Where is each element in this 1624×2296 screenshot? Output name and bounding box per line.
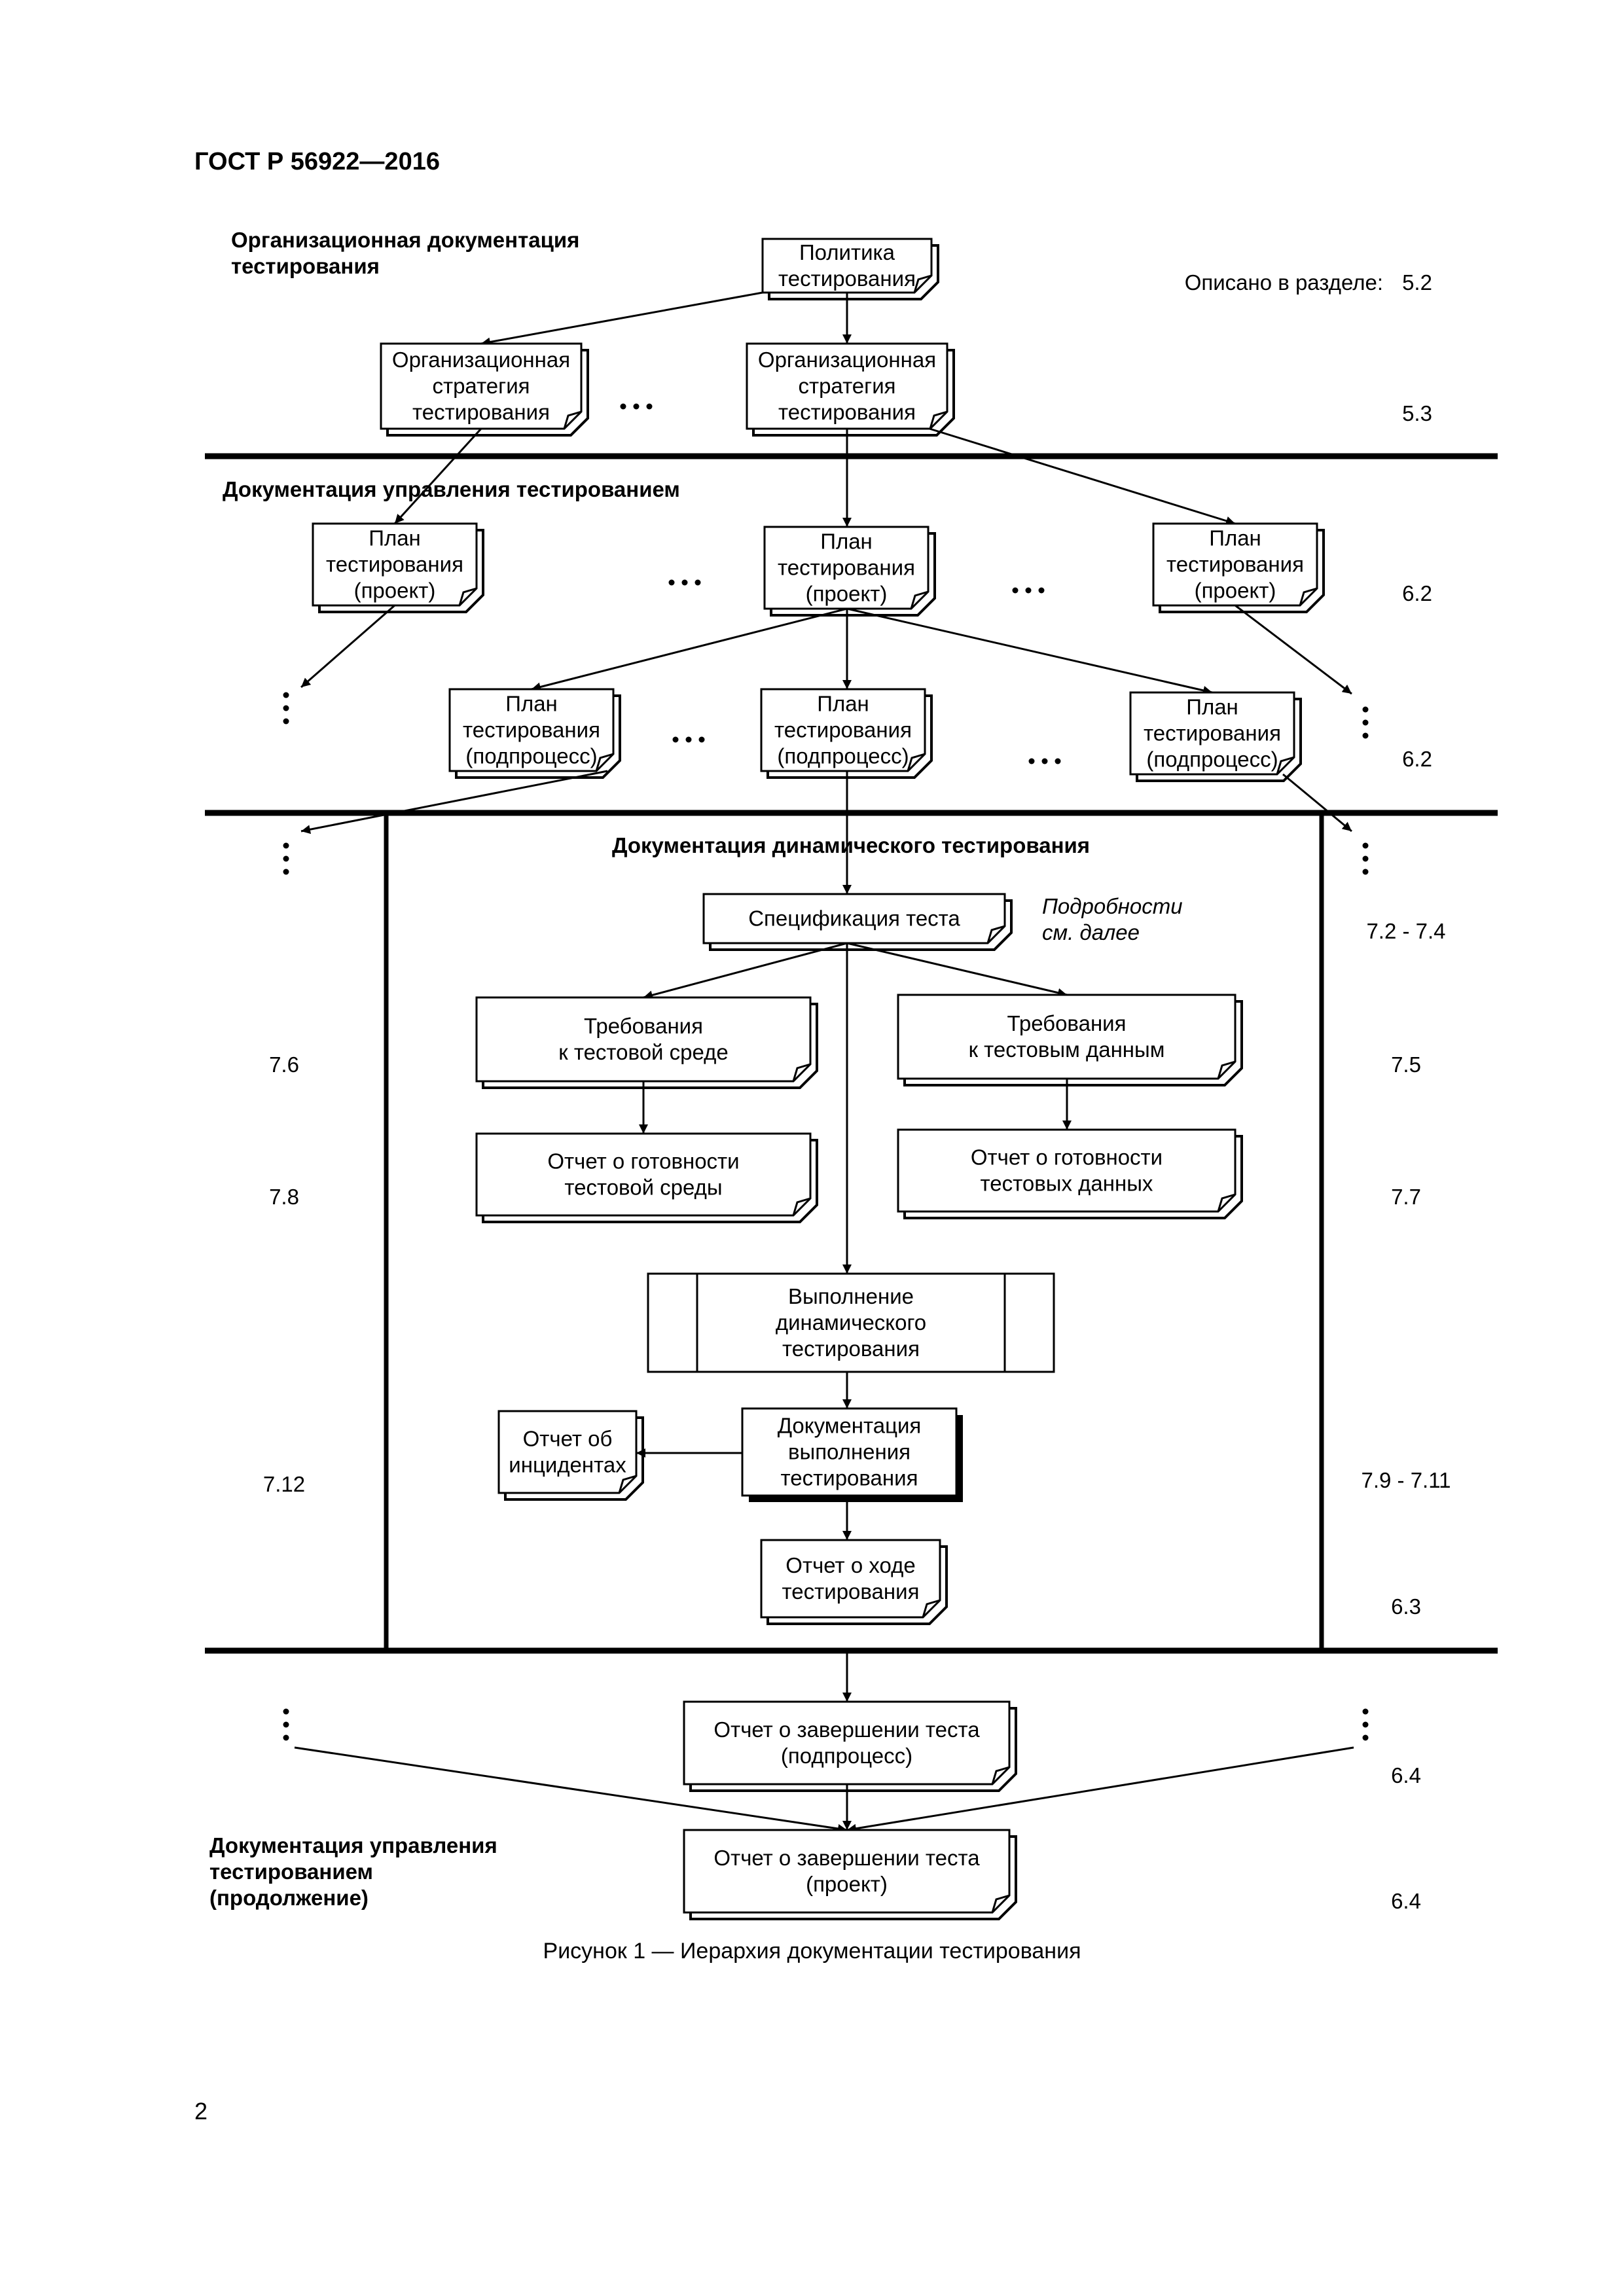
edge-plan-1-dots (300, 604, 395, 689)
ellipsis-left-2 (283, 842, 289, 875)
test-spec-text: Спецификация теста (748, 906, 960, 931)
section-title-mgmt: Документация управления тестированием (223, 477, 680, 501)
section-ref-env-ready: 7.8 (269, 1185, 299, 1209)
section-ref-env-req: 7.6 (269, 1052, 299, 1077)
ellipsis-right-2 (1362, 842, 1369, 875)
page-number: 2 (194, 2098, 208, 2125)
section-lines (205, 453, 1498, 1654)
test-spec-box: Спецификация теста (702, 893, 1013, 951)
completion-proj-box: Отчет о завершении теста(проект) (683, 1829, 1017, 1920)
section-ref-plan-project: 6.2 (1402, 581, 1432, 605)
edge-spec-env-req (643, 942, 848, 1000)
section-ref-plan-sub: 6.2 (1402, 747, 1432, 771)
ellipsis-strategies (620, 403, 653, 410)
section-ref-data-req: 7.5 (1391, 1052, 1421, 1077)
edge-left-completion-proj (294, 1746, 848, 1833)
section-ref-completion-sub: 6.4 (1391, 1763, 1421, 1787)
ellipsis-right-1 (1362, 706, 1369, 739)
completion-sub-text: Отчет о завершении теста(подпроцесс) (713, 1717, 980, 1768)
edge-spec-data-req (846, 942, 1068, 997)
ellipsis-left-3 (283, 1708, 289, 1741)
edge-sub-3-dots (1282, 773, 1352, 833)
ellipsis-plan-project-right (1012, 587, 1045, 594)
edge-sub-1-dots (300, 770, 608, 834)
edge-right-completion-proj (846, 1746, 1354, 1833)
ellipsis-left-1 (283, 692, 289, 725)
section-ref-data-ready: 7.7 (1391, 1185, 1421, 1209)
described-in-label: Описано в разделе: (1185, 270, 1383, 295)
ellipsis-plan-sub-left (672, 736, 705, 743)
edge-strategy-1-plan-1 (393, 427, 482, 525)
edge-plan-3-dots (1235, 604, 1352, 695)
ellipsis-plan-project-left (668, 579, 701, 586)
section-ref-exec-doc: 7.9 - 7.11 (1362, 1468, 1451, 1492)
edge-strategy-2-plan-3 (929, 427, 1236, 526)
section-ref-policy: 5.2 (1402, 270, 1432, 295)
edge-policy-strategy-1 (480, 291, 763, 347)
section-ref-incident: 7.12 (263, 1472, 305, 1496)
edge-plan-2-sub-1 (531, 607, 848, 692)
completion-sub-box: Отчет о завершении теста(подпроцесс) (683, 1700, 1017, 1792)
document-code: ГОСТ Р 56922—2016 (194, 148, 440, 175)
section-ref-completion-proj: 6.4 (1391, 1889, 1421, 1913)
edge-plan-2-sub-3 (846, 607, 1213, 695)
completion-proj-text: Отчет о завершении теста(проект) (713, 1846, 980, 1896)
ellipsis-right-3 (1362, 1708, 1369, 1741)
section-ref-spec: 7.2 - 7.4 (1366, 919, 1445, 943)
section-ref-strategy: 5.3 (1402, 401, 1432, 425)
ellipsis-plan-sub-right (1028, 758, 1061, 764)
figure-caption: Рисунок 1 — Иерархия документации тестир… (543, 1939, 1081, 1964)
section-title-dynamic: Документация динамического тестирования (612, 833, 1090, 857)
section-ref-progress: 6.3 (1391, 1594, 1421, 1619)
connectors (294, 291, 1354, 1833)
